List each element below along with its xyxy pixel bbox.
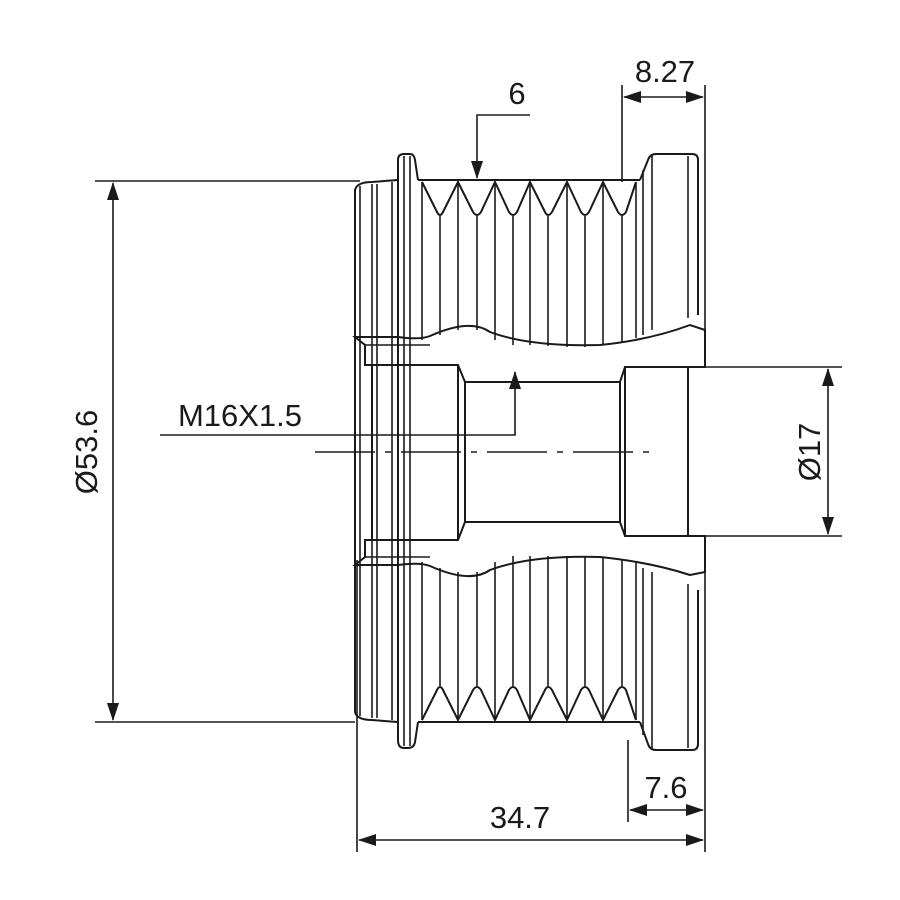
right-flange bbox=[639, 153, 699, 751]
ribs-label: 6 bbox=[508, 76, 525, 111]
bore bbox=[354, 337, 689, 565]
dimension-flange-offset: 8.27 bbox=[621, 54, 706, 340]
left-hub bbox=[354, 178, 399, 724]
dimension-thread: M16X1.5 bbox=[160, 371, 521, 436]
left-flange bbox=[397, 153, 419, 749]
thread-label: M16X1.5 bbox=[178, 398, 302, 433]
poly-v-ribs bbox=[418, 179, 640, 723]
dimension-ribs: 6 bbox=[471, 76, 530, 179]
flange-offset-label: 8.27 bbox=[635, 54, 695, 89]
dimension-overall-length: 34.7 bbox=[356, 560, 704, 852]
dimension-bore-diameter: Ø17 bbox=[690, 366, 842, 537]
right-width-label: 7.6 bbox=[644, 770, 687, 805]
dimension-right-width: 7.6 bbox=[627, 560, 706, 852]
outer-diameter-label: Ø53.6 bbox=[69, 410, 104, 494]
section-cut bbox=[352, 323, 706, 578]
dimension-outer-diameter: Ø53.6 bbox=[69, 180, 360, 723]
overall-length-label: 34.7 bbox=[490, 800, 550, 835]
bore-diameter-label: Ø17 bbox=[792, 423, 827, 482]
